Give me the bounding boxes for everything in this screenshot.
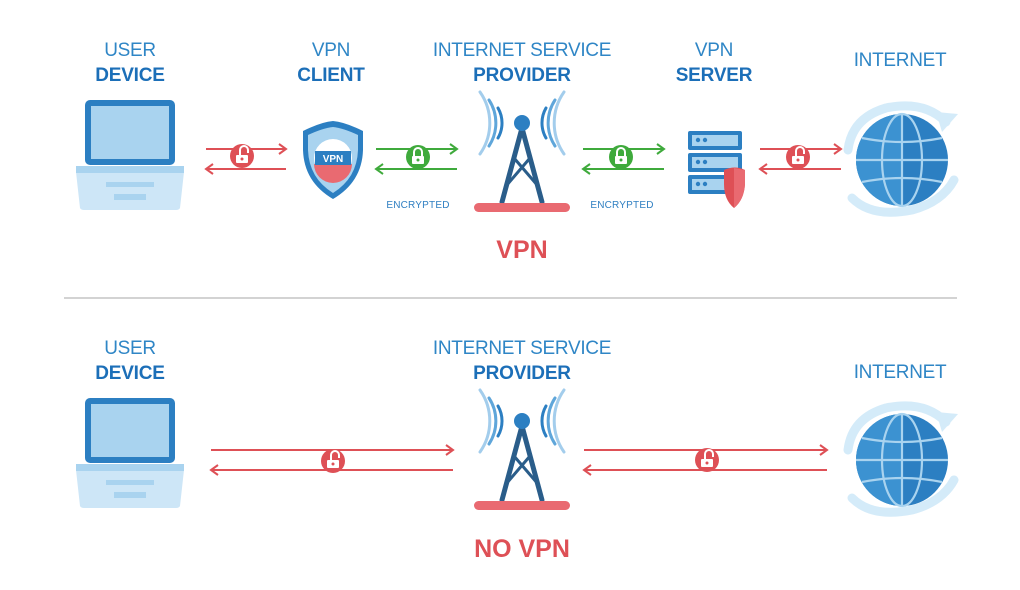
label-line2: CLIENT [297, 65, 365, 86]
locked-padlock-icon [608, 144, 634, 170]
caption-vpn: VPN [496, 236, 548, 264]
globe-icon [848, 106, 958, 212]
label-isp-top: INTERNET SERVICE PROVIDER [412, 38, 632, 88]
unlocked-padlock-icon [694, 447, 720, 473]
label-line1: USER [104, 40, 156, 61]
server-icon [688, 131, 745, 208]
label-line2: DEVICE [95, 65, 165, 86]
laptop-icon [76, 398, 184, 508]
label-isp-bottom: INTERNET SERVICE PROVIDER [412, 336, 632, 386]
label-internet-bottom: INTERNET [790, 360, 1010, 385]
encrypted-label-right: ENCRYPTED [590, 200, 654, 211]
caption-no-vpn: NO VPN [474, 535, 570, 563]
label-line1: USER [104, 338, 156, 359]
locked-padlock-icon [405, 144, 431, 170]
label-line2: SERVER [675, 65, 753, 86]
shield-icon: VPN [303, 121, 363, 199]
section-divider [64, 297, 957, 299]
label-line1: INTERNET [853, 362, 947, 383]
encrypted-label-left: ENCRYPTED [386, 200, 450, 211]
label-vpn-client: VPN CLIENT [221, 38, 441, 88]
label-line2: PROVIDER [473, 363, 571, 384]
laptop-icon [76, 100, 184, 210]
unlocked-padlock-icon [229, 143, 255, 169]
unlocked-padlock-icon [320, 448, 346, 474]
label-internet-top: INTERNET [790, 48, 1010, 73]
shield-text: VPN [323, 154, 344, 165]
label-line1: VPN [694, 40, 734, 61]
antenna-tower-icon [474, 92, 570, 212]
label-line1: VPN [311, 40, 351, 61]
label-user-device-bottom: USER DEVICE [20, 336, 240, 386]
label-line1: INTERNET SERVICE [432, 338, 612, 359]
label-line1: INTERNET SERVICE [432, 40, 612, 61]
antenna-tower-icon [474, 390, 570, 510]
arrow-client-isp [374, 143, 459, 175]
label-line2: DEVICE [95, 363, 165, 384]
globe-icon [848, 406, 958, 512]
label-line1: INTERNET [853, 50, 947, 71]
unlocked-padlock-icon [785, 144, 811, 170]
label-line2: PROVIDER [473, 65, 571, 86]
label-vpn-server: VPN SERVER [604, 38, 824, 88]
label-user-device-top: USER DEVICE [20, 38, 240, 88]
